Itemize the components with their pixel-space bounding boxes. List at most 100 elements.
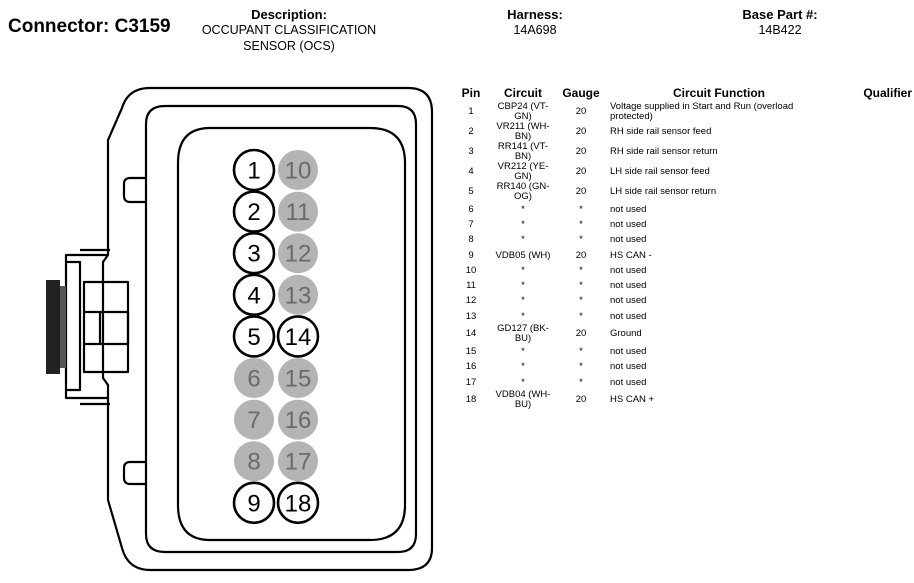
table-row: 6**not used [452, 202, 912, 217]
circuit-cell: VR211 (WH-BN) [496, 121, 550, 142]
bottom-tab [122, 460, 146, 486]
function-cell: not used [610, 295, 647, 307]
cavity-circle [232, 273, 276, 317]
col-header-gauge: Gauge [562, 86, 600, 100]
cavity-11: 11 [278, 191, 318, 232]
pin-cell: 15 [465, 346, 477, 358]
cavity-label: 15 [285, 366, 312, 393]
latch-inner [66, 260, 82, 392]
gauge-cell: 20 [575, 249, 587, 261]
function-cell: RH side rail sensor return [610, 146, 718, 157]
description-value-line2: SENSOR (OCS) [243, 39, 335, 53]
cavity-label: 2 [247, 199, 260, 226]
cavity-1: 1 [232, 148, 276, 192]
harness-label: Harness: [507, 7, 563, 22]
cavity-circle [234, 399, 274, 440]
cavity-circle [232, 231, 276, 275]
qualifier-cell [832, 217, 912, 232]
circuit-cell: RR140 (GN-OG) [496, 181, 550, 202]
qualifier-cell [832, 182, 912, 202]
circuit-cell: * [521, 203, 525, 215]
pin-cell: 5 [468, 186, 474, 197]
gauge-cell: * [579, 280, 583, 292]
function-cell: not used [610, 264, 647, 276]
gauge-cell: 20 [575, 328, 587, 340]
cavity-circle [278, 399, 318, 440]
cavity-13: 13 [278, 274, 318, 315]
cavity-label: 6 [247, 366, 260, 393]
housing-outline [101, 86, 434, 572]
gauge-cell: 20 [575, 166, 587, 177]
cavity-label: 3 [247, 241, 260, 268]
gauge-cell: * [579, 218, 583, 230]
latch-bar [46, 280, 60, 374]
cavity-label: 8 [247, 449, 260, 476]
table-row: 10**not used [452, 263, 912, 278]
pin-cell: 18 [465, 394, 477, 406]
gauge-cell: * [579, 376, 583, 388]
pin-cell: 12 [465, 295, 477, 307]
description-label: Description: [251, 7, 327, 22]
pin-cell: 9 [468, 249, 474, 261]
cavity-circle [278, 150, 318, 190]
cavity-frame [176, 126, 407, 542]
gauge-cell: * [579, 203, 583, 215]
function-cell: not used [610, 280, 647, 292]
base-part-label: Base Part #: [742, 7, 818, 22]
function-cell: not used [610, 310, 647, 322]
gauge-cell: * [579, 310, 583, 322]
circuit-cell: * [521, 234, 525, 246]
pin-cell: 17 [465, 376, 477, 388]
function-cell: not used [610, 361, 647, 373]
cavity-18: 18 [276, 481, 320, 525]
cavity-label: 7 [247, 407, 260, 434]
function-cell: Voltage supplied in Start and Run (overl… [610, 101, 794, 122]
cavity-9: 9 [232, 481, 276, 525]
table-row: 17**not used [452, 375, 912, 390]
qualifier-cell [832, 162, 912, 182]
base-part-block: Base Part #: 14B422 [710, 7, 850, 38]
cavity-15: 15 [278, 358, 318, 398]
cavity-circle [232, 315, 276, 358]
description-value-line1: OCCUPANT CLASSIFICATION [201, 23, 377, 37]
function-cell: LH side rail sensor feed [610, 166, 710, 177]
circuit-cell: * [521, 376, 525, 388]
qualifier-cell [832, 375, 912, 390]
cavity-label: 10 [285, 158, 312, 185]
cavity-7: 7 [234, 399, 274, 440]
qualifier-cell [832, 202, 912, 217]
cavity-10: 10 [278, 150, 318, 190]
function-cell: HS CAN + [610, 394, 655, 406]
pin-cell: 6 [468, 203, 474, 215]
cavity-17: 17 [278, 441, 318, 482]
col-header-circuit: Circuit [503, 86, 542, 100]
harness-block: Harness: 14A698 [470, 7, 600, 38]
cavity-circle [276, 315, 320, 358]
cavity-circle [276, 481, 320, 525]
pin-cell: 3 [468, 146, 474, 157]
cavity-circle [278, 191, 318, 232]
cavity-5: 5 [232, 315, 276, 358]
function-cell: RH side rail sensor feed [610, 126, 712, 137]
cavity-label: 13 [285, 282, 312, 309]
gauge-cell: 20 [575, 106, 587, 117]
gauge-cell: 20 [575, 126, 587, 137]
cavity-label: 14 [285, 324, 312, 351]
latch-outer [64, 253, 108, 400]
function-cell: not used [610, 346, 647, 358]
col-header-qualifier: Qualifier [863, 86, 912, 100]
circuit-cell: VDB04 (WH-BU) [495, 389, 551, 411]
circuit-cell: * [521, 361, 525, 373]
cavity-circle [232, 148, 276, 192]
table-row: 13**not used [452, 309, 912, 324]
gauge-cell: * [579, 346, 583, 358]
connector-title: Connector: C3159 [8, 16, 171, 37]
pinout-table: Pin Circuit Gauge Circuit Function Quali… [452, 86, 912, 410]
cavity-label: 5 [247, 324, 260, 351]
cavity-label: 1 [247, 158, 260, 185]
qualifier-cell [832, 360, 912, 375]
